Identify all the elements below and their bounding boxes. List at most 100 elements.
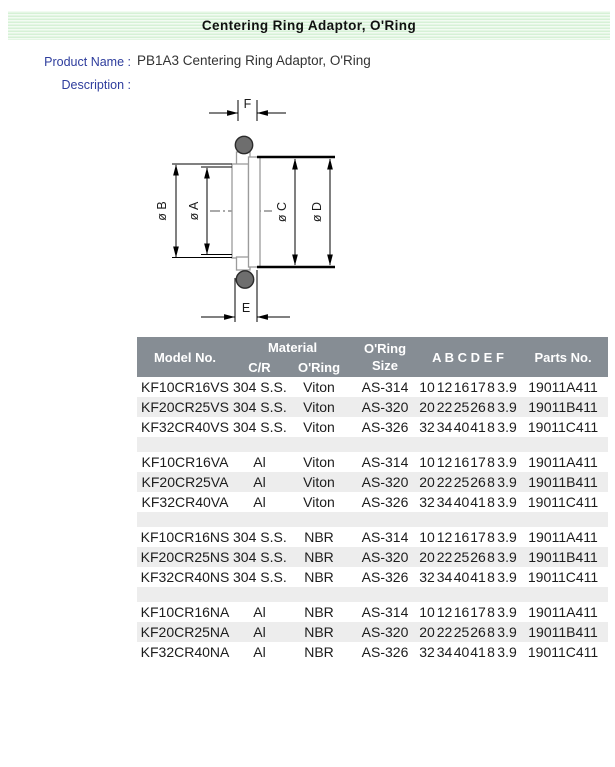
- parts-no-cell: 19011B411: [528, 474, 598, 490]
- table-row: KF10CR16VS 304 S.S. Viton AS-314 10 12 1…: [137, 377, 608, 397]
- dim-d-cell: 26: [470, 624, 486, 640]
- dim-d-cell: 41: [470, 494, 486, 510]
- model-no-cell: KF32CR40VA: [141, 494, 229, 510]
- oring-size-cell: AS-326: [361, 644, 409, 660]
- model-no-cell: KF20CR25VA: [141, 474, 229, 490]
- dim-b-cell: 12: [436, 529, 453, 545]
- dim-d-cell: 17: [470, 529, 486, 545]
- dim-e-cell: 8: [487, 474, 495, 490]
- page-title: Centering Ring Adaptor, O'Ring: [8, 11, 610, 40]
- table-body: KF10CR16VS 304 S.S. Viton AS-314 10 12 1…: [137, 377, 609, 662]
- dim-f: [209, 100, 286, 121]
- dim-c-cell: 40: [453, 569, 470, 585]
- dim-a: [201, 166, 232, 255]
- model-no-cell: KF10CR16VS: [141, 379, 229, 395]
- model-no-cell: KF20CR25NA: [140, 624, 230, 640]
- material-oring-cell: NBR: [304, 604, 334, 620]
- material-oring-cell: NBR: [304, 549, 334, 565]
- dim-b-cell: 34: [436, 494, 453, 510]
- dim-b-cell: 12: [436, 454, 453, 470]
- material-cr-cell: Al: [253, 454, 266, 470]
- dim-d-cell: 17: [470, 454, 486, 470]
- dim-c-cell: 25: [453, 399, 470, 415]
- dim-f-cell: 3.9: [497, 474, 517, 490]
- product-name-value: PB1A3 Centering Ring Adaptor, O'Ring: [137, 53, 371, 68]
- oring-top-icon: [234, 135, 254, 155]
- dim-a-cell: 10: [419, 454, 435, 470]
- dim-e: [201, 270, 290, 322]
- parts-no-cell: 19011C411: [527, 419, 599, 435]
- dim-d-cell: 17: [470, 604, 486, 620]
- table-header: Model No. Material O'Ring Size A B C D E…: [137, 337, 609, 377]
- spacer-cell: [137, 512, 608, 527]
- model-no-cell: KF10CR16VA: [141, 454, 229, 470]
- dim-b-cell: 22: [436, 624, 453, 640]
- table-row: KF32CR40NS 304 S.S. NBR AS-326 32 34 40 …: [137, 567, 608, 587]
- dim-c-cell: 16: [453, 529, 470, 545]
- dim-a-cell: 10: [419, 529, 435, 545]
- dim-label-f: F: [244, 97, 252, 111]
- dim-c-cell: 25: [453, 474, 470, 490]
- dim-b-cell: 22: [436, 399, 453, 415]
- dim-e-cell: 8: [487, 569, 495, 585]
- dim-a-cell: 32: [419, 644, 435, 660]
- spacer-cell: [137, 587, 608, 602]
- col-header-dims: A B C D E F: [418, 337, 519, 377]
- dim-b-cell: 34: [436, 644, 453, 660]
- material-cr-cell: Al: [253, 474, 266, 490]
- dim-b-cell: 34: [436, 569, 453, 585]
- dim-f-cell: 3.9: [497, 399, 517, 415]
- oring-size-cell: AS-314: [361, 454, 409, 470]
- col-header-model: Model No.: [137, 337, 233, 377]
- dim-b: [172, 163, 232, 258]
- dim-c-cell: 16: [453, 604, 470, 620]
- dim-d-cell: 26: [470, 399, 486, 415]
- dim-f-cell: 3.9: [497, 529, 517, 545]
- col-header-material: Material: [233, 337, 353, 358]
- col-header-cr: C/R: [233, 358, 286, 377]
- table-row: KF10CR16NA Al NBR AS-314 10 12 16 17 8 3…: [137, 602, 608, 622]
- description-label: Description :: [61, 78, 131, 92]
- dim-f-cell: 3.9: [497, 419, 517, 435]
- dim-b-cell: 12: [436, 379, 453, 395]
- dim-c-cell: 25: [453, 549, 470, 565]
- dim-label-d: ø D: [310, 202, 324, 222]
- table-row: KF32CR40VS 304 S.S. Viton AS-326 32 34 4…: [137, 417, 608, 437]
- material-oring-cell: Viton: [303, 379, 335, 395]
- parts-no-cell: 19011A411: [528, 604, 598, 620]
- table-spacer-row: [137, 587, 609, 602]
- oring-size-line2: Size: [372, 358, 399, 373]
- col-header-oring-size: O'Ring Size: [352, 337, 419, 377]
- dim-e-cell: 8: [487, 644, 495, 660]
- dim-f-cell: 3.9: [497, 569, 517, 585]
- dim-f-cell: 3.9: [497, 644, 517, 660]
- table-row: KF20CR25VA Al Viton AS-320 20 22 25 26 8…: [137, 472, 609, 492]
- dim-e-cell: 8: [487, 419, 495, 435]
- dim-a-cell: 32: [419, 419, 435, 435]
- parts-no-cell: 19011A411: [528, 454, 598, 470]
- dim-e-cell: 8: [487, 379, 495, 395]
- material-oring-cell: NBR: [304, 644, 334, 660]
- dim-a-cell: 20: [419, 474, 435, 490]
- dim-a-cell: 10: [419, 604, 435, 620]
- dim-d-cell: 26: [470, 549, 486, 565]
- dim-label-e: E: [242, 301, 250, 315]
- parts-no-cell: 19011C411: [527, 494, 599, 510]
- material-cr-cell: Al: [253, 624, 266, 640]
- material-cr-cell: Al: [253, 604, 266, 620]
- dim-d-cell: 41: [470, 644, 486, 660]
- table-row: KF10CR16VA Al Viton AS-314 10 12 16 17 8…: [137, 452, 608, 472]
- dim-a-cell: 10: [419, 379, 435, 395]
- material-oring-cell: NBR: [304, 529, 334, 545]
- dim-e-cell: 8: [487, 604, 495, 620]
- table-row: KF20CR25NA Al NBR AS-320 20 22 25 26 8 3…: [137, 622, 609, 642]
- col-header-parts: Parts No.: [518, 337, 609, 377]
- material-cr-cell: Al: [253, 494, 266, 510]
- table-row: KF10CR16NS 304 S.S. NBR AS-314 10 12 16 …: [137, 527, 608, 547]
- dim-c-d: [257, 155, 335, 269]
- dim-b-cell: 34: [436, 419, 453, 435]
- material-oring-cell: Viton: [303, 454, 335, 470]
- dim-b-cell: 22: [436, 474, 453, 490]
- material-oring-cell: Viton: [303, 474, 335, 490]
- model-no-cell: KF32CR40VS: [141, 419, 229, 435]
